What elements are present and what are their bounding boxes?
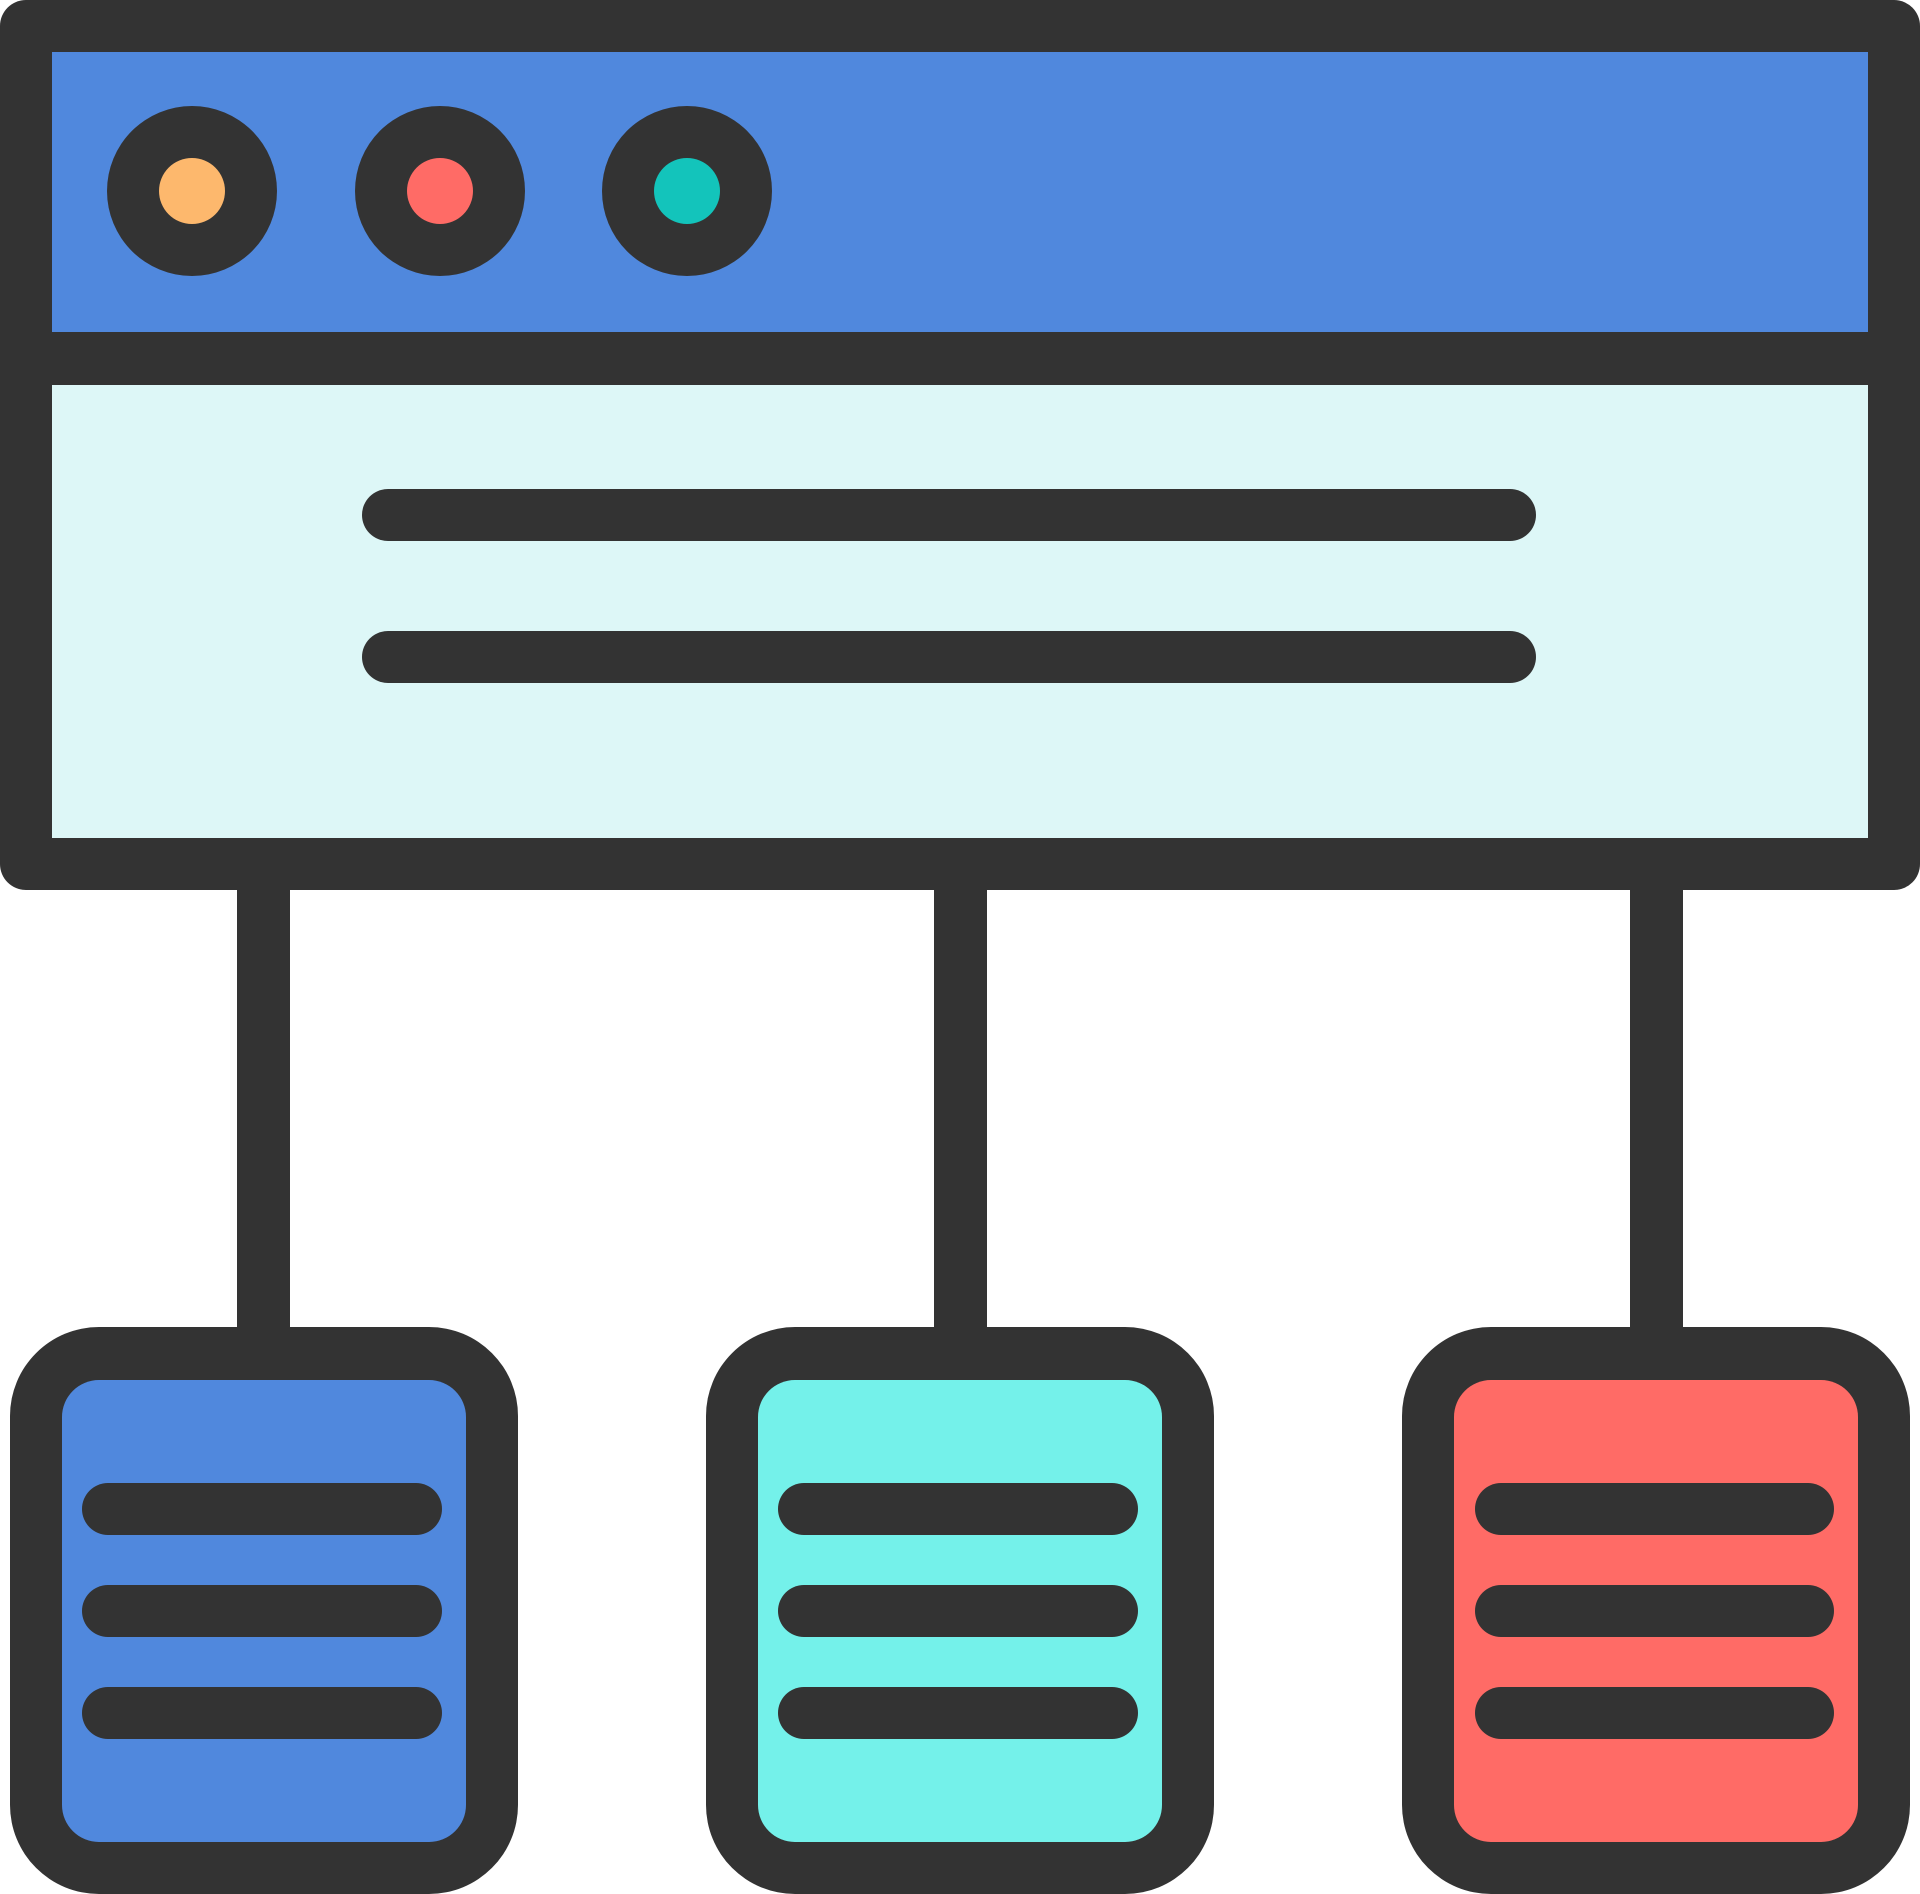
connector-lines <box>237 864 1683 1364</box>
child-card-left <box>10 1327 518 1894</box>
window-dot-red <box>407 158 473 224</box>
connector-center <box>934 864 987 1364</box>
content-text-lines <box>362 489 1536 683</box>
window-dot-orange <box>159 158 225 224</box>
child-card-right <box>1402 1327 1910 1894</box>
browser-window <box>0 0 1920 890</box>
connector-right <box>1630 864 1683 1364</box>
browser-content-area <box>52 385 1868 838</box>
browser-header-bar <box>52 52 1868 332</box>
connector-left <box>237 864 290 1364</box>
child-card-center <box>706 1327 1214 1894</box>
window-control-dots <box>107 106 772 276</box>
window-dot-teal <box>654 158 720 224</box>
